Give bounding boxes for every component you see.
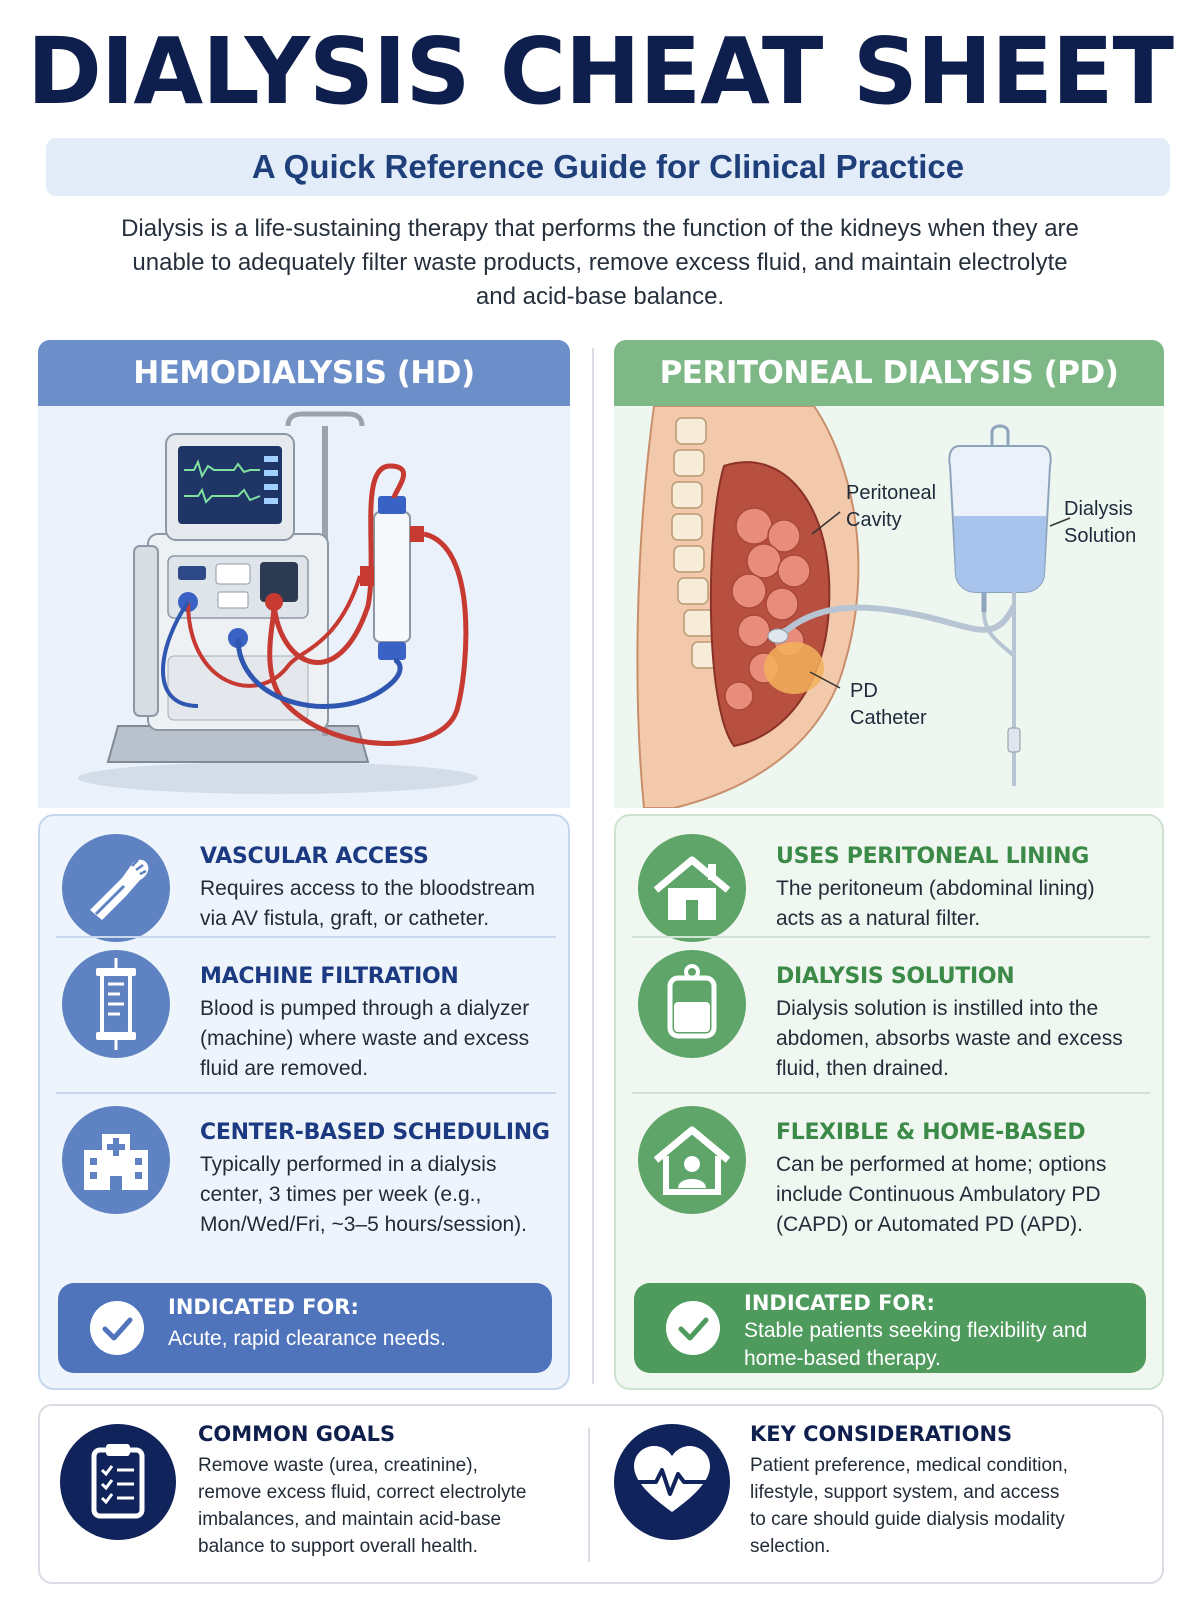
label-peritoneal-cavity: Peritoneal Cavity [846,482,937,531]
feature-title: USES PERITONEAL LINING [776,844,1090,869]
house-icon [638,834,746,942]
heart-pulse-icon [614,1424,730,1540]
dialyzer-icon [62,950,170,1058]
feature-title: CENTER-BASED SCHEDULING [200,1120,550,1145]
hemodialysis-machine-illustration [38,406,570,808]
feature-text: Typically performed in a dialysis center… [200,1153,528,1236]
feature-center-scheduling: CENTER-BASED SCHEDULING Typically perfor… [40,1106,568,1266]
indicated-text: Stable patients seeking flexibility and … [744,1319,1088,1370]
separator [56,936,556,938]
label-pd-catheter: PD Catheter [850,680,927,729]
label-dialysis-solution: Dialysis Solution [1064,498,1137,547]
checkmark-icon [666,1301,720,1355]
feature-vascular-access: VASCULAR ACCESS Requires access to the b… [40,828,568,942]
feature-text: Dialysis solution is instilled into the … [776,997,1123,1080]
feature-text: The peritoneum (abdominal lining) acts a… [776,877,1095,930]
indicated-text: Acute, rapid clearance needs. [168,1327,446,1350]
feature-title: MACHINE FILTRATION [200,964,459,989]
checkmark-icon [90,1301,144,1355]
bottom-summary-box: COMMON GOALS Remove waste (urea, creatin… [38,1404,1164,1584]
goals-text: Remove waste (urea, creatinine), remove … [198,1455,527,1557]
considerations-text: Patient preference, medical condition, l… [750,1455,1068,1557]
feature-title: VASCULAR ACCESS [200,844,429,869]
arm-icon [62,834,170,942]
home-person-icon [638,1106,746,1214]
column-divider [592,348,594,1384]
goals-title: COMMON GOALS [198,1422,396,1446]
intro-paragraph: Dialysis is a life-sustaining therapy th… [121,215,1079,310]
feature-text: Requires access to the bloodstream via A… [200,877,536,930]
indicated-label: INDICATED FOR: [168,1295,359,1319]
hospital-icon [62,1106,170,1214]
feature-machine-filtration: MACHINE FILTRATION Blood is pumped throu… [40,950,568,1100]
feature-text: Blood is pumped through a dialyzer (mach… [200,997,530,1080]
feature-text: Can be performed at home; options includ… [776,1153,1107,1236]
separator [632,936,1150,938]
feature-flexible-home: FLEXIBLE & HOME-BASED Can be performed a… [616,1106,1162,1266]
hd-features-panel: VASCULAR ACCESS Requires access to the b… [38,814,570,1390]
solution-bag-icon [638,950,746,1058]
feature-dialysis-solution: DIALYSIS SOLUTION Dialysis solution is i… [616,950,1162,1100]
page-title: DIALYSIS CHEAT SHEET [26,18,1174,125]
separator [56,1092,556,1094]
feature-peritoneal-lining: USES PERITONEAL LINING The peritoneum (a… [616,828,1162,942]
feature-title: DIALYSIS SOLUTION [776,964,1015,989]
feature-title: FLEXIBLE & HOME-BASED [776,1120,1086,1145]
peritoneal-dialysis-illustration: Peritoneal Cavity Dialysis Solution PD C… [614,406,1164,808]
clipboard-checklist-icon [60,1424,176,1540]
considerations-title: KEY CONSIDERATIONS [750,1422,1013,1446]
pd-indicated-for-banner: INDICATED FOR: Stable patients seeking f… [634,1283,1146,1373]
hd-indicated-for-banner: INDICATED FOR: Acute, rapid clearance ne… [58,1283,552,1373]
bottom-divider [588,1428,590,1562]
indicated-label: INDICATED FOR: [744,1291,935,1315]
pd-features-panel: USES PERITONEAL LINING The peritoneum (a… [614,814,1164,1390]
hd-heading: HEMODIALYSIS (HD) [38,340,570,406]
pd-heading: PERITONEAL DIALYSIS (PD) [614,340,1164,406]
separator [632,1092,1150,1094]
subtitle: A Quick Reference Guide for Clinical Pra… [46,138,1170,196]
